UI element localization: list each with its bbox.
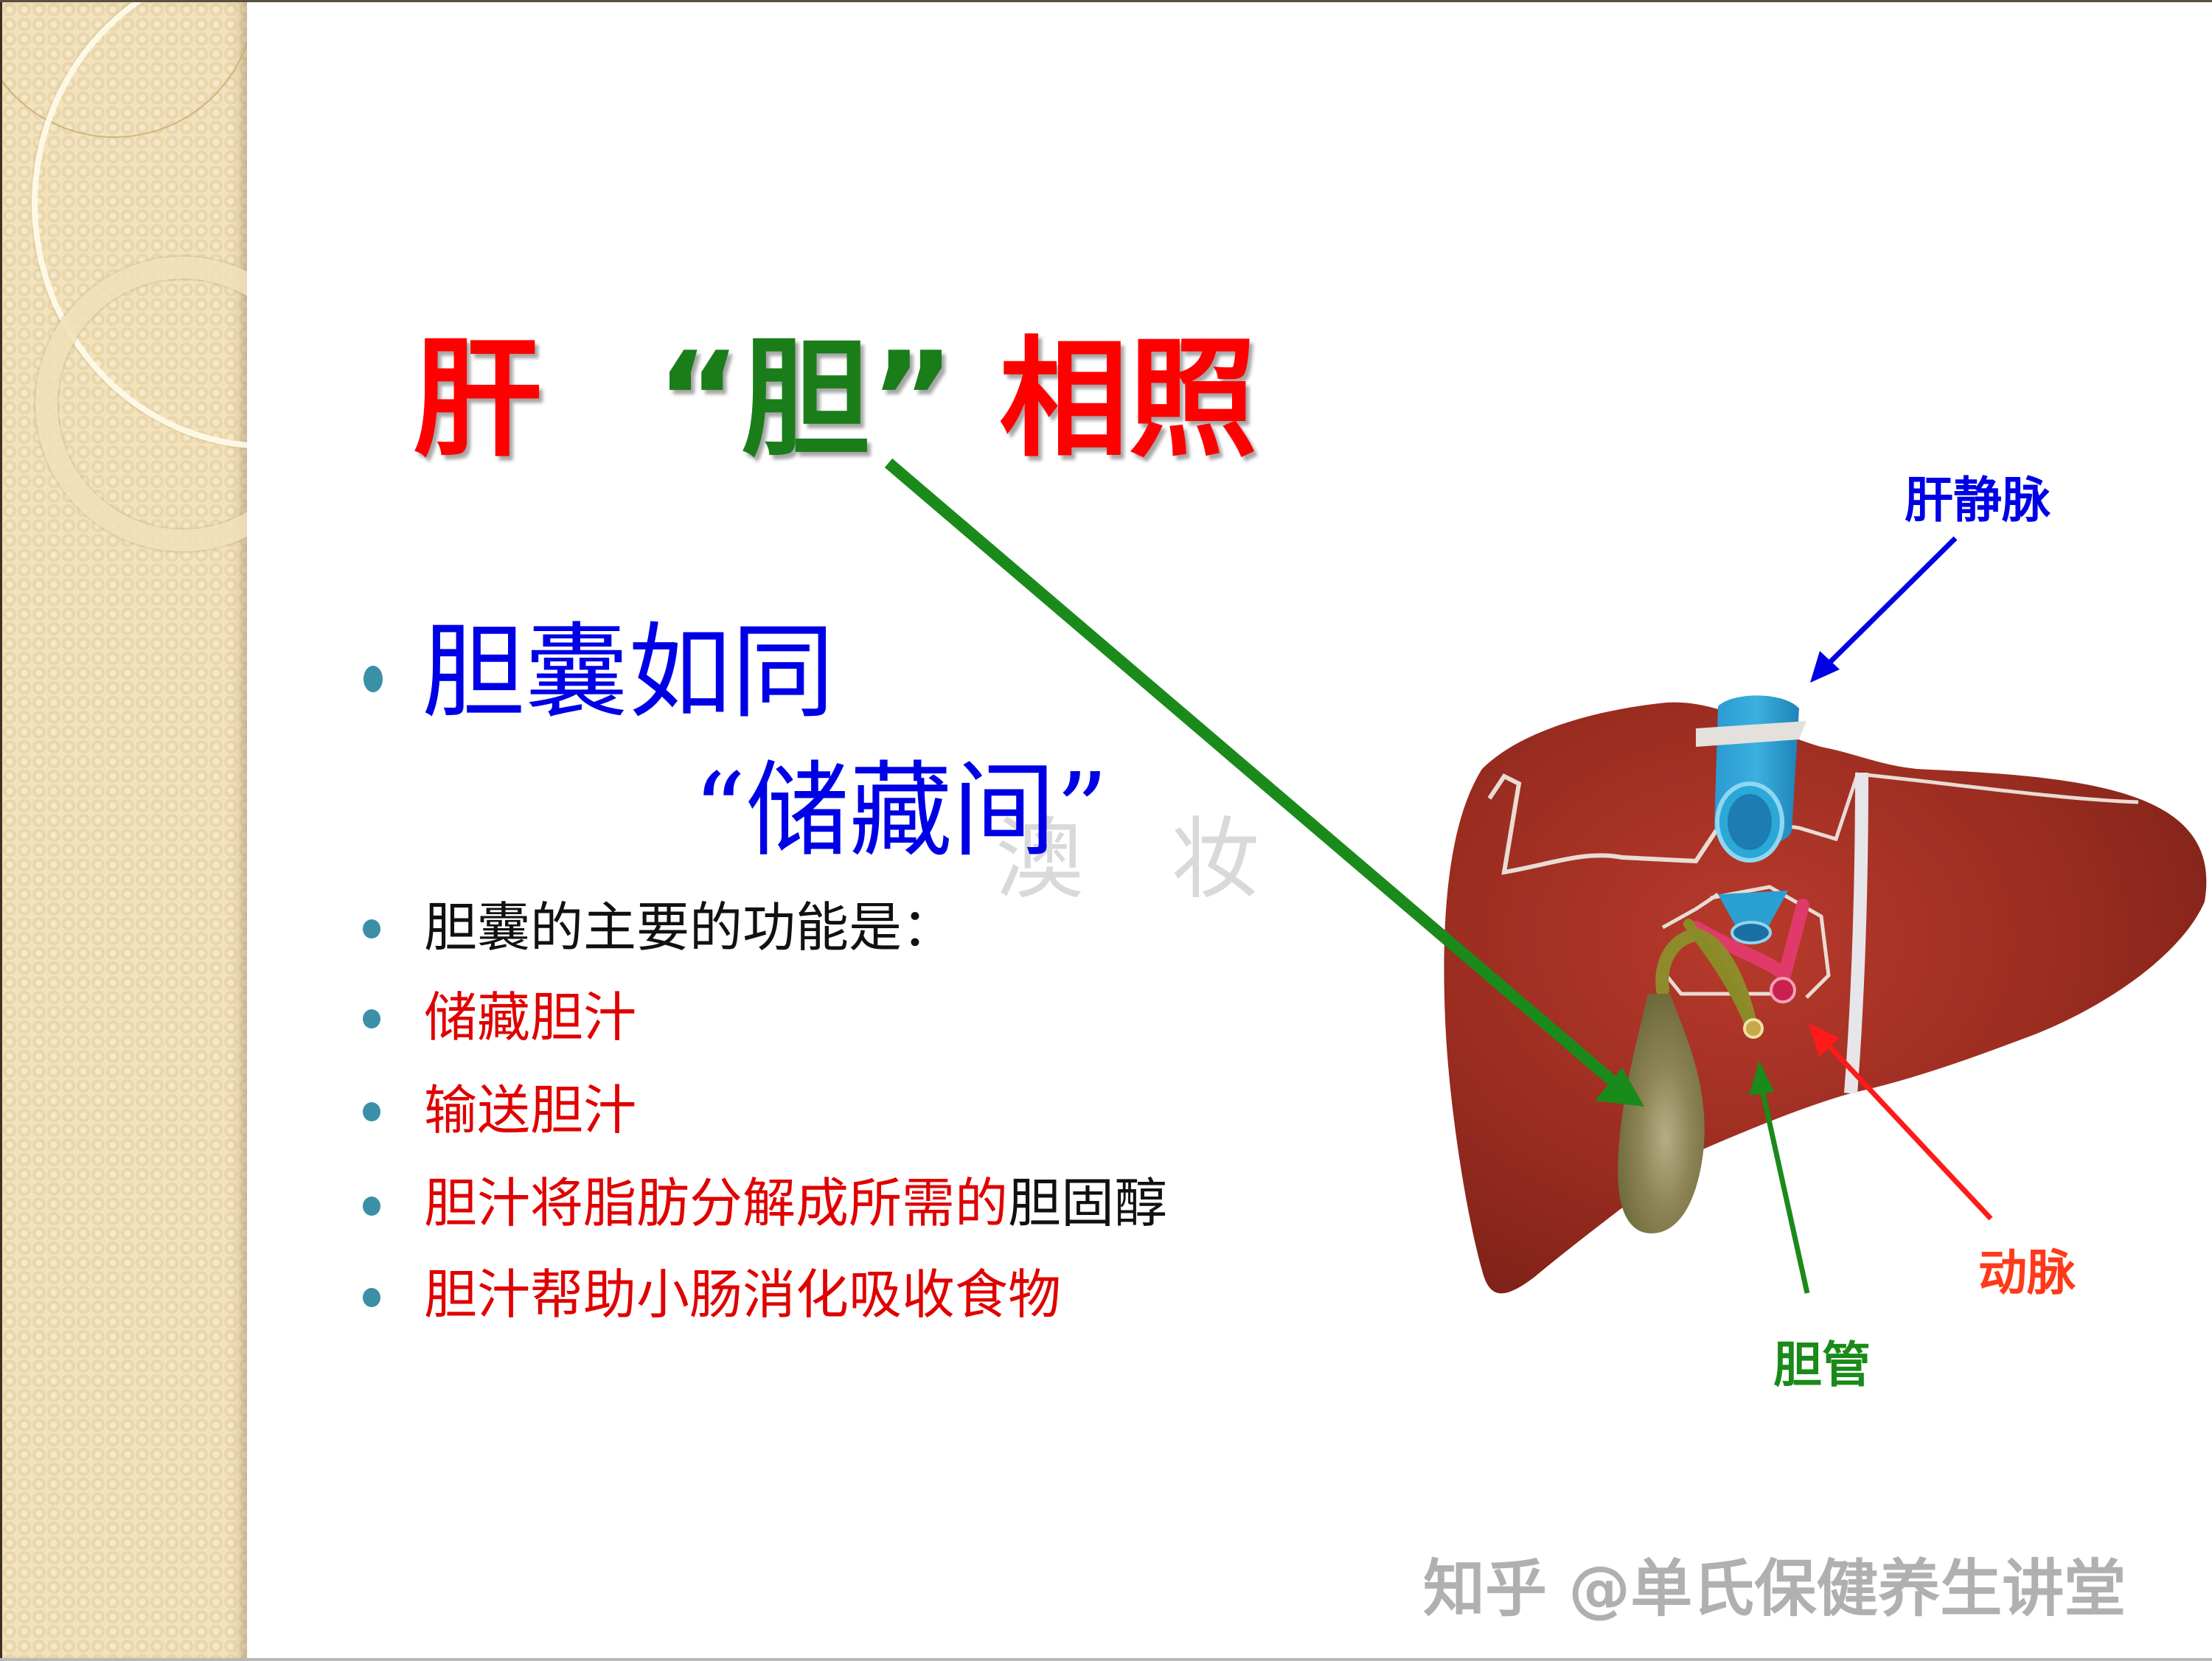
bullet-icon bbox=[363, 1197, 380, 1216]
label-hepatic-vein: 肝静脉 bbox=[1905, 472, 2051, 529]
faint-watermark: 澳 妆 bbox=[995, 809, 1290, 911]
sidebar-rings bbox=[2, 2, 247, 1661]
bullet-aid-digestion: 胆汁帮助小肠消化吸收食物 bbox=[424, 1264, 1062, 1326]
bullet-transport-bile: 输送胆汁 bbox=[424, 1079, 637, 1141]
title-together: 相照 bbox=[999, 325, 1257, 475]
arrow-hepatic-vein bbox=[1820, 536, 1958, 672]
bullet-break-down-fat: 胆汁将脂肪分解成所需的胆固醇 bbox=[424, 1170, 1167, 1236]
label-artery: 动脉 bbox=[1978, 1244, 2076, 1301]
bullet-break-down-fat-black: 胆固醇 bbox=[1008, 1172, 1168, 1234]
title-gallbladder: “胆” bbox=[656, 325, 956, 475]
zhihu-watermark: 知乎 @单氏保健养生讲堂 bbox=[1423, 1553, 2126, 1625]
bullet-icon bbox=[363, 919, 380, 939]
bullet-icon bbox=[363, 1102, 380, 1121]
lead-bullet-line1: 胆囊如同 bbox=[422, 613, 835, 733]
arrow-artery bbox=[1826, 1043, 1993, 1221]
bullet-store-bile: 储藏胆汁 bbox=[424, 986, 637, 1048]
bullet-icon bbox=[364, 666, 383, 692]
bullet-icon bbox=[363, 1288, 380, 1307]
arrow-bile-duct bbox=[1759, 1089, 1810, 1294]
title-liver: 肝 bbox=[413, 325, 542, 475]
bullet-break-down-fat-red: 胆汁将脂肪分解成所需的 bbox=[424, 1172, 1009, 1234]
label-bile-duct: 胆管 bbox=[1773, 1337, 1871, 1393]
arrow-title-to-gallbladder bbox=[884, 458, 1623, 1091]
bullet-functions-heading: 胆囊的主要的功能是： bbox=[424, 896, 956, 958]
lead-bullet-line2: “储藏间” bbox=[693, 751, 1109, 871]
liver-shape bbox=[1444, 702, 2207, 1294]
bullet-icon bbox=[363, 1009, 380, 1028]
gallbladder-shape bbox=[1618, 994, 1705, 1233]
decorative-sidebar bbox=[0, 2, 247, 1661]
